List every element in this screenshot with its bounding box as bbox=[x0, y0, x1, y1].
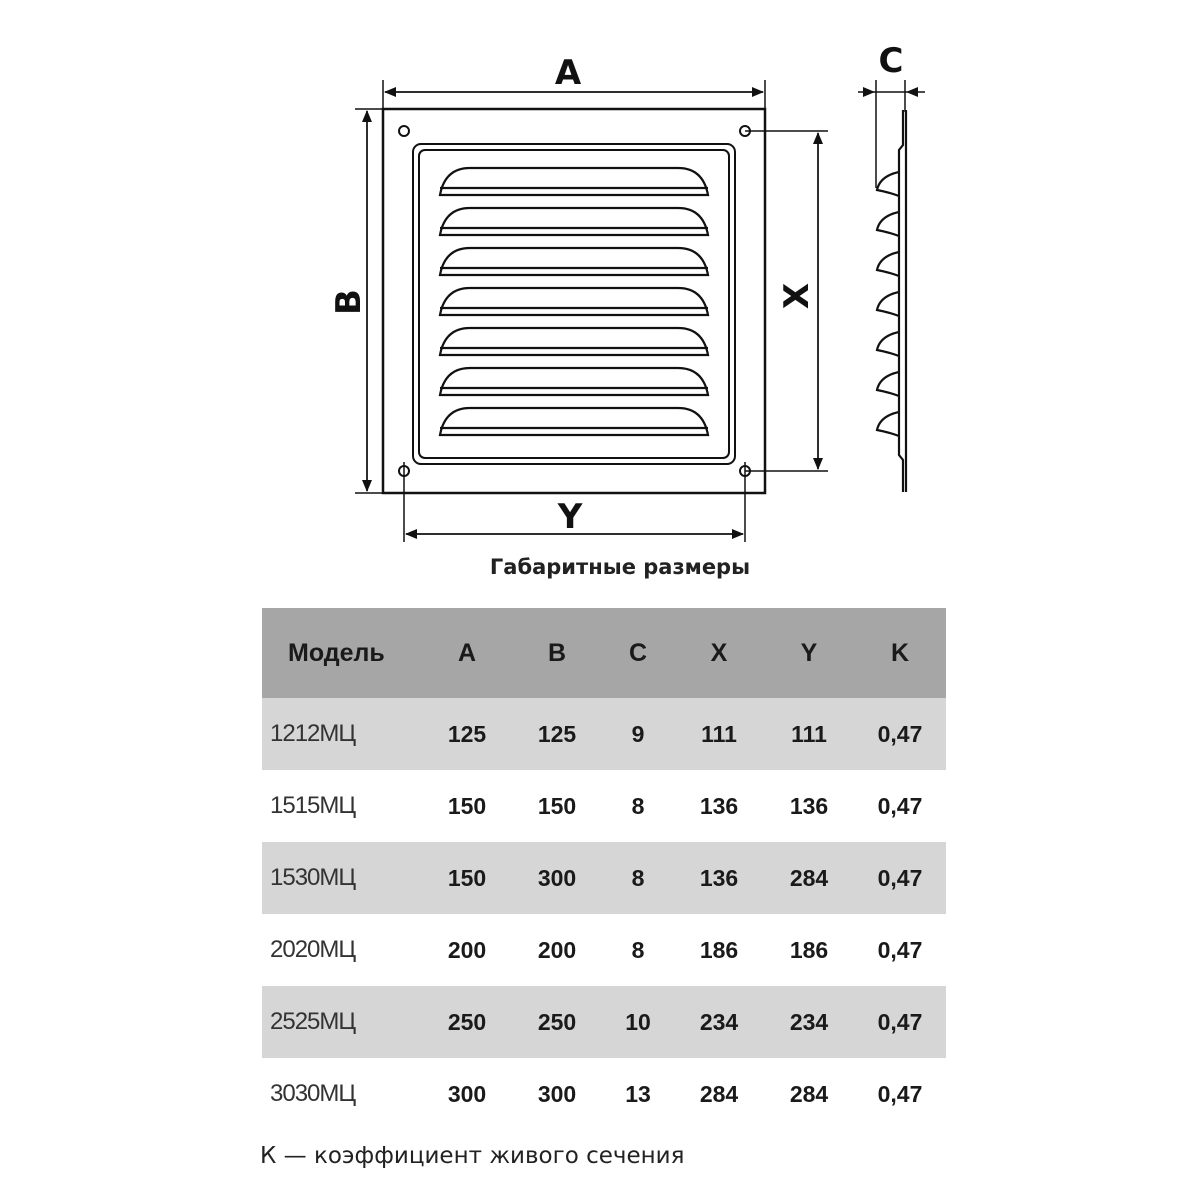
table-row: 2020МЦ 200 200 8 186 186 0,47 bbox=[262, 914, 946, 986]
cell-k: 0,47 bbox=[877, 936, 923, 963]
cell-k: 0,47 bbox=[854, 698, 946, 770]
cell-x: 136 bbox=[699, 792, 739, 819]
dim-label-b: B bbox=[329, 289, 369, 315]
cell-y: 111 bbox=[764, 698, 854, 770]
cell-k: 0,47 bbox=[854, 842, 946, 914]
cell-x: 186 bbox=[699, 936, 739, 963]
table-row: 3030МЦ 300 300 13 284 284 0,47 bbox=[262, 1058, 946, 1130]
table-row: 1212МЦ 125 125 9 111 111 0,47 bbox=[262, 698, 946, 770]
table-row: 1515МЦ 150 150 8 136 136 0,47 bbox=[262, 770, 946, 842]
cell-k: 0,47 bbox=[854, 986, 946, 1058]
cell-x: 234 bbox=[674, 986, 764, 1058]
cell-a: 200 bbox=[447, 936, 487, 963]
cell-c: 8 bbox=[631, 792, 645, 819]
grille-plate bbox=[381, 107, 767, 495]
col-header-k: K bbox=[854, 608, 946, 698]
cell-c: 8 bbox=[602, 842, 674, 914]
cell-b: 250 bbox=[512, 986, 602, 1058]
dim-label-y: Y bbox=[557, 497, 583, 537]
cell-model: 1515МЦ bbox=[270, 792, 356, 819]
cell-b: 125 bbox=[512, 698, 602, 770]
cell-y: 234 bbox=[764, 986, 854, 1058]
dim-label-c: C bbox=[879, 41, 904, 81]
cell-b: 150 bbox=[537, 792, 577, 819]
cell-x: 136 bbox=[674, 842, 764, 914]
col-header-x: X bbox=[674, 608, 764, 698]
col-header-model: Модель bbox=[262, 608, 422, 698]
table-header-row: Модель A B C X Y K bbox=[262, 608, 946, 698]
cell-model: 3030МЦ bbox=[270, 1080, 356, 1107]
cell-b: 200 bbox=[537, 936, 577, 963]
diagram-caption: Габаритные размеры bbox=[489, 555, 751, 579]
cell-y: 284 bbox=[789, 1080, 829, 1107]
cell-model: 1530МЦ bbox=[262, 842, 422, 914]
cell-x: 284 bbox=[699, 1080, 739, 1107]
cell-y: 284 bbox=[764, 842, 854, 914]
dim-label-a: A bbox=[555, 53, 582, 93]
mount-hole-tl bbox=[398, 125, 410, 137]
cell-a: 125 bbox=[422, 698, 512, 770]
cell-b: 300 bbox=[537, 1080, 577, 1107]
cell-a: 250 bbox=[422, 986, 512, 1058]
footnote: К — коэффициент живого сечения bbox=[260, 1143, 685, 1169]
cell-a: 300 bbox=[447, 1080, 487, 1107]
cell-b: 300 bbox=[512, 842, 602, 914]
cell-c: 10 bbox=[602, 986, 674, 1058]
col-header-y: Y bbox=[764, 608, 854, 698]
cell-k: 0,47 bbox=[877, 792, 923, 819]
cell-k: 0,47 bbox=[877, 1080, 923, 1107]
cell-model: 1212МЦ bbox=[262, 698, 422, 770]
grille-frame-inner bbox=[418, 149, 730, 459]
cell-y: 186 bbox=[789, 936, 829, 963]
grille-frame-outer bbox=[412, 143, 736, 465]
cell-a: 150 bbox=[447, 792, 487, 819]
cell-x: 111 bbox=[674, 698, 764, 770]
col-header-b: B bbox=[512, 608, 602, 698]
dimensions-table: Модель A B C X Y K 1212МЦ 125 125 9 111 … bbox=[262, 608, 946, 1130]
cell-c: 9 bbox=[602, 698, 674, 770]
dim-label-x: X bbox=[777, 283, 817, 309]
cell-model: 2020МЦ bbox=[270, 936, 356, 963]
col-header-a: A bbox=[422, 608, 512, 698]
table-row: 1530МЦ 150 300 8 136 284 0,47 bbox=[262, 842, 946, 914]
cell-a: 150 bbox=[422, 842, 512, 914]
col-header-c: C bbox=[602, 608, 674, 698]
side-profile bbox=[875, 110, 908, 492]
cell-c: 8 bbox=[631, 936, 645, 963]
table-row: 2525МЦ 250 250 10 234 234 0,47 bbox=[262, 986, 946, 1058]
cell-y: 136 bbox=[789, 792, 829, 819]
grille-drawing: A C B X Y bbox=[329, 41, 925, 542]
cell-c: 13 bbox=[625, 1080, 651, 1107]
cell-model: 2525МЦ bbox=[262, 986, 422, 1058]
louvers bbox=[438, 166, 710, 437]
